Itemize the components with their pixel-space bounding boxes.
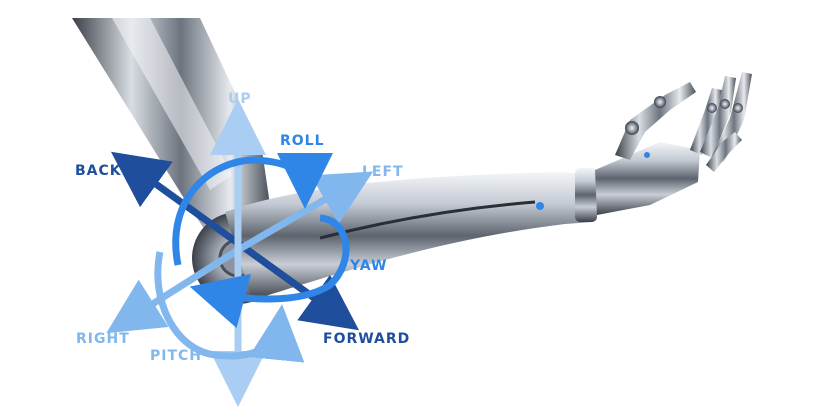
pitch-arc [154,251,305,363]
axes-group [106,99,374,407]
wrist [575,168,597,222]
left-axis [236,171,374,254]
palm-led [644,152,650,158]
upper-arm-highlight [112,18,232,190]
thumb-joint [625,121,639,135]
label-left: LEFT [362,164,404,180]
palm [595,142,700,215]
label-roll: ROLL [280,133,325,149]
label-up: UP [228,91,252,107]
finger-joint [707,103,717,113]
forearm-led [536,202,544,210]
thumb [615,82,696,160]
label-right: RIGHT [76,331,130,347]
roll-arc [172,152,333,266]
label-pitch: PITCH [150,348,202,364]
label-back: BACK [75,163,122,179]
robotic-arm-illustration [72,18,752,304]
forward-axis-tail [235,240,360,331]
finger-2 [700,76,736,158]
yaw-arc [189,214,350,329]
finger-joint-2 [720,99,730,109]
forearm [225,172,592,300]
upper-arm [72,18,270,245]
finger-3 [712,72,752,162]
label-yaw: YAW [349,258,387,274]
finger-4 [706,132,742,172]
finger-joint-3 [733,103,743,113]
label-forward: FORWARD [323,331,410,347]
right-axis [106,247,240,334]
thumb-joint-2 [654,96,666,108]
